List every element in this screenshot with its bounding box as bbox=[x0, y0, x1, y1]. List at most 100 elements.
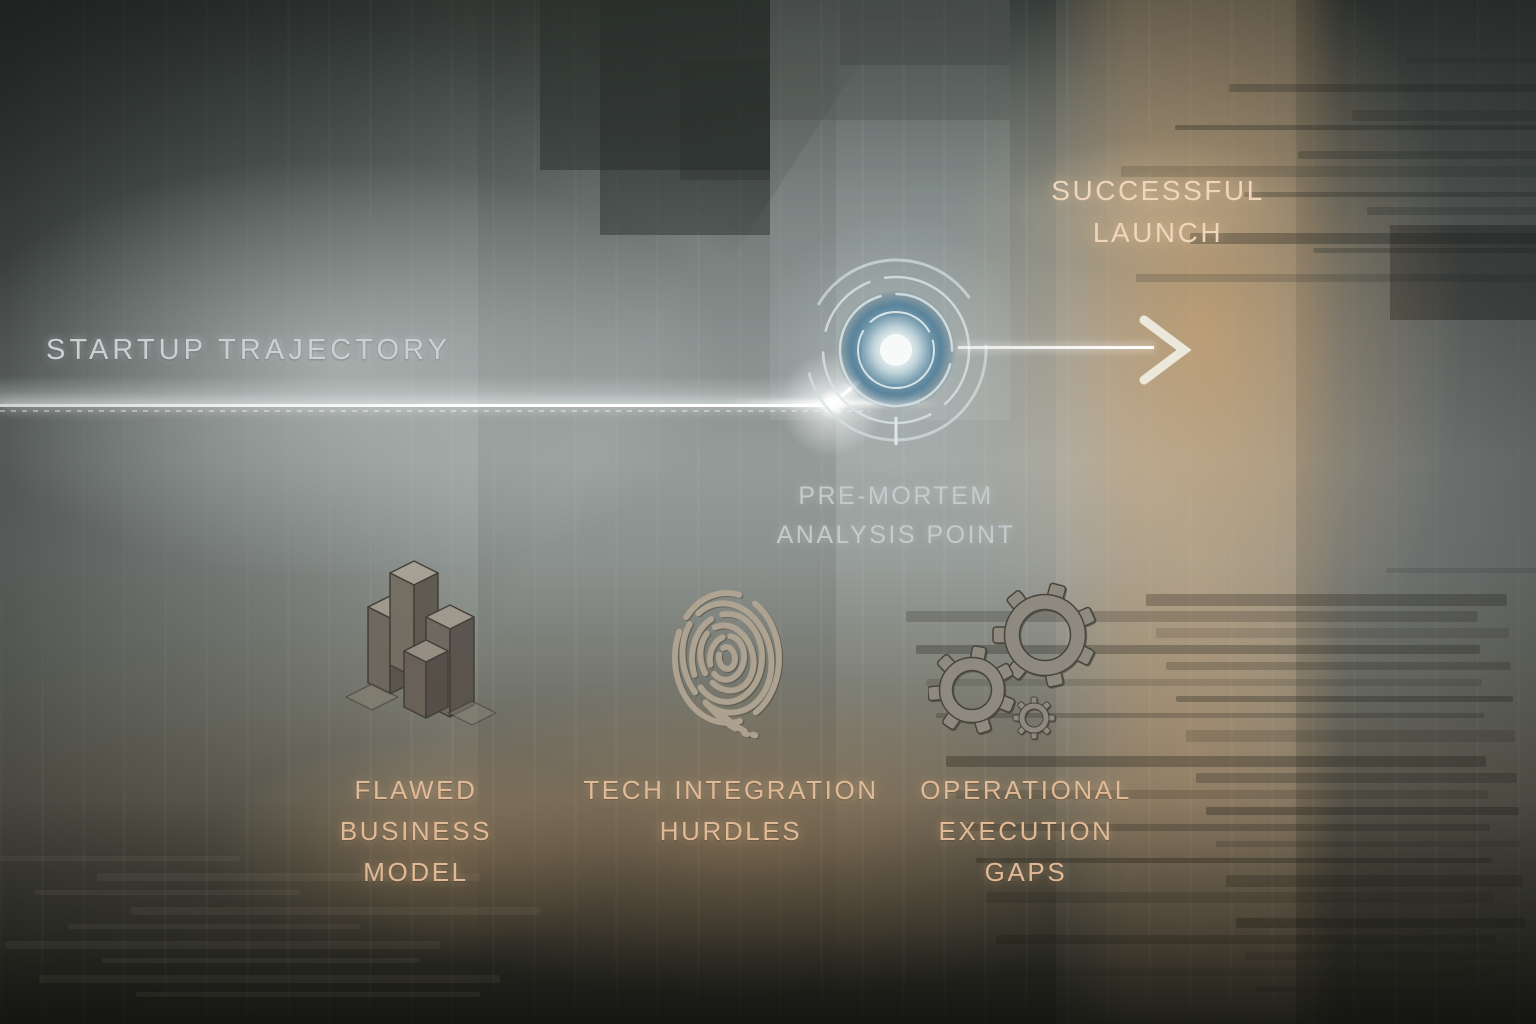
gear-medium bbox=[928, 645, 1016, 735]
risk-label-line: FLAWED bbox=[354, 775, 478, 805]
pre-mortem-label: PRE-MORTEM ANALYSIS POINT bbox=[696, 477, 1096, 555]
glitch-streak bbox=[996, 935, 1496, 944]
successful-launch-line1: SUCCESSFUL bbox=[1051, 175, 1265, 206]
glitch-streak bbox=[926, 679, 1482, 686]
glitch-streak bbox=[1298, 151, 1536, 159]
node-core bbox=[880, 334, 912, 366]
glitch-step bbox=[540, 0, 770, 170]
node-core-glow bbox=[868, 322, 924, 378]
glitch-streak bbox=[966, 824, 1490, 831]
pre-mortem-label-line1: PRE-MORTEM bbox=[798, 482, 994, 510]
glitch-step bbox=[600, 0, 770, 235]
glitch-streak bbox=[986, 892, 1494, 903]
successful-launch-line2: LAUNCH bbox=[1092, 217, 1224, 248]
glitch-streak bbox=[936, 713, 1484, 718]
glitch-streak bbox=[1313, 248, 1536, 253]
arrow-head-icon bbox=[1139, 315, 1192, 385]
glitch-streak bbox=[1226, 875, 1523, 887]
risk-label-line: EXECUTION bbox=[938, 816, 1114, 846]
glitch-streak bbox=[1352, 110, 1536, 121]
glitch-streak bbox=[1121, 166, 1536, 177]
building-blocks-icon bbox=[345, 560, 497, 726]
trajectory-line-haze bbox=[0, 376, 920, 404]
glitch-streak bbox=[39, 975, 500, 983]
glitch-streak bbox=[0, 856, 240, 861]
successful-launch-label: SUCCESSFUL LAUNCH bbox=[1008, 170, 1308, 254]
glitch-streak bbox=[102, 958, 420, 963]
node-ring-1 bbox=[857, 311, 935, 389]
glitch-streak bbox=[1006, 969, 1498, 976]
glitch-streak bbox=[136, 992, 480, 997]
glitch-step bbox=[840, 0, 1010, 65]
gears-icon bbox=[928, 582, 1096, 740]
trajectory-beam-diagonal bbox=[830, 347, 900, 406]
glitch-streak bbox=[1406, 58, 1536, 63]
glitch-streak bbox=[1246, 952, 1527, 960]
light-column bbox=[770, 0, 1010, 420]
glitch-streak bbox=[1175, 125, 1536, 130]
glitch-streak bbox=[1146, 594, 1507, 606]
beam-flare bbox=[770, 342, 894, 466]
pre-mortem-label-line2: ANALYSIS POINT bbox=[776, 521, 1016, 549]
glitch-streak bbox=[1206, 807, 1519, 815]
glitch-streak bbox=[1156, 628, 1509, 638]
glitch-streak bbox=[976, 858, 1492, 863]
risk-label-line: MODEL bbox=[363, 857, 469, 887]
dark-bar bbox=[1390, 225, 1536, 320]
glitch-streak bbox=[1236, 918, 1525, 928]
glitch-streak bbox=[1196, 773, 1517, 783]
fingerprint-icon bbox=[671, 590, 783, 739]
node-blue-disc bbox=[836, 290, 956, 410]
node-ring-3 bbox=[821, 275, 971, 425]
glitch-streak bbox=[1166, 662, 1511, 670]
glitch-step bbox=[680, 60, 770, 180]
risk-label-line: TECH INTEGRATION bbox=[583, 775, 879, 805]
risk-label-operational-execution-gaps: OPERATIONAL EXECUTION GAPS bbox=[861, 770, 1191, 893]
glitch-streak bbox=[68, 924, 360, 929]
glitch-streak bbox=[1186, 730, 1515, 742]
gear-small bbox=[1012, 696, 1056, 740]
arrow-line bbox=[958, 346, 1154, 349]
glitch-streak bbox=[34, 890, 300, 895]
glitch-streak bbox=[946, 756, 1486, 767]
glitch-streak bbox=[1229, 84, 1536, 92]
glitch-streak bbox=[906, 611, 1478, 622]
trajectory-dashed-line bbox=[0, 410, 870, 412]
glitch-streak bbox=[1386, 568, 1536, 573]
node-ring-4 bbox=[804, 258, 988, 442]
risk-label-flawed-business-model: FLAWED BUSINESS MODEL bbox=[251, 770, 581, 893]
glitch-streak bbox=[5, 941, 440, 949]
trajectory-line bbox=[0, 404, 833, 407]
beam-flare-streak bbox=[722, 400, 942, 407]
glitch-streak bbox=[1256, 986, 1529, 992]
node-ring-2 bbox=[838, 292, 954, 408]
glitch-streak bbox=[1244, 192, 1536, 197]
glitch-streak bbox=[1190, 233, 1536, 244]
risk-label-tech-integration-hurdles: TECH INTEGRATION HURDLES bbox=[566, 770, 896, 852]
startup-trajectory-label: STARTUP TRAJECTORY bbox=[46, 334, 452, 366]
glitch-streak bbox=[97, 873, 480, 881]
glitch-streak bbox=[956, 790, 1488, 799]
risk-label-line: OPERATIONAL bbox=[920, 775, 1132, 805]
glitch-step bbox=[770, 0, 1010, 120]
glitch-streak bbox=[1136, 274, 1536, 282]
risk-label-line: BUSINESS bbox=[339, 816, 493, 846]
glitch-streak bbox=[131, 907, 540, 915]
risk-label-line: GAPS bbox=[984, 857, 1068, 887]
glitch-streak bbox=[1216, 841, 1521, 847]
glitch-streak bbox=[1176, 696, 1513, 702]
glitch-streak bbox=[916, 645, 1480, 654]
